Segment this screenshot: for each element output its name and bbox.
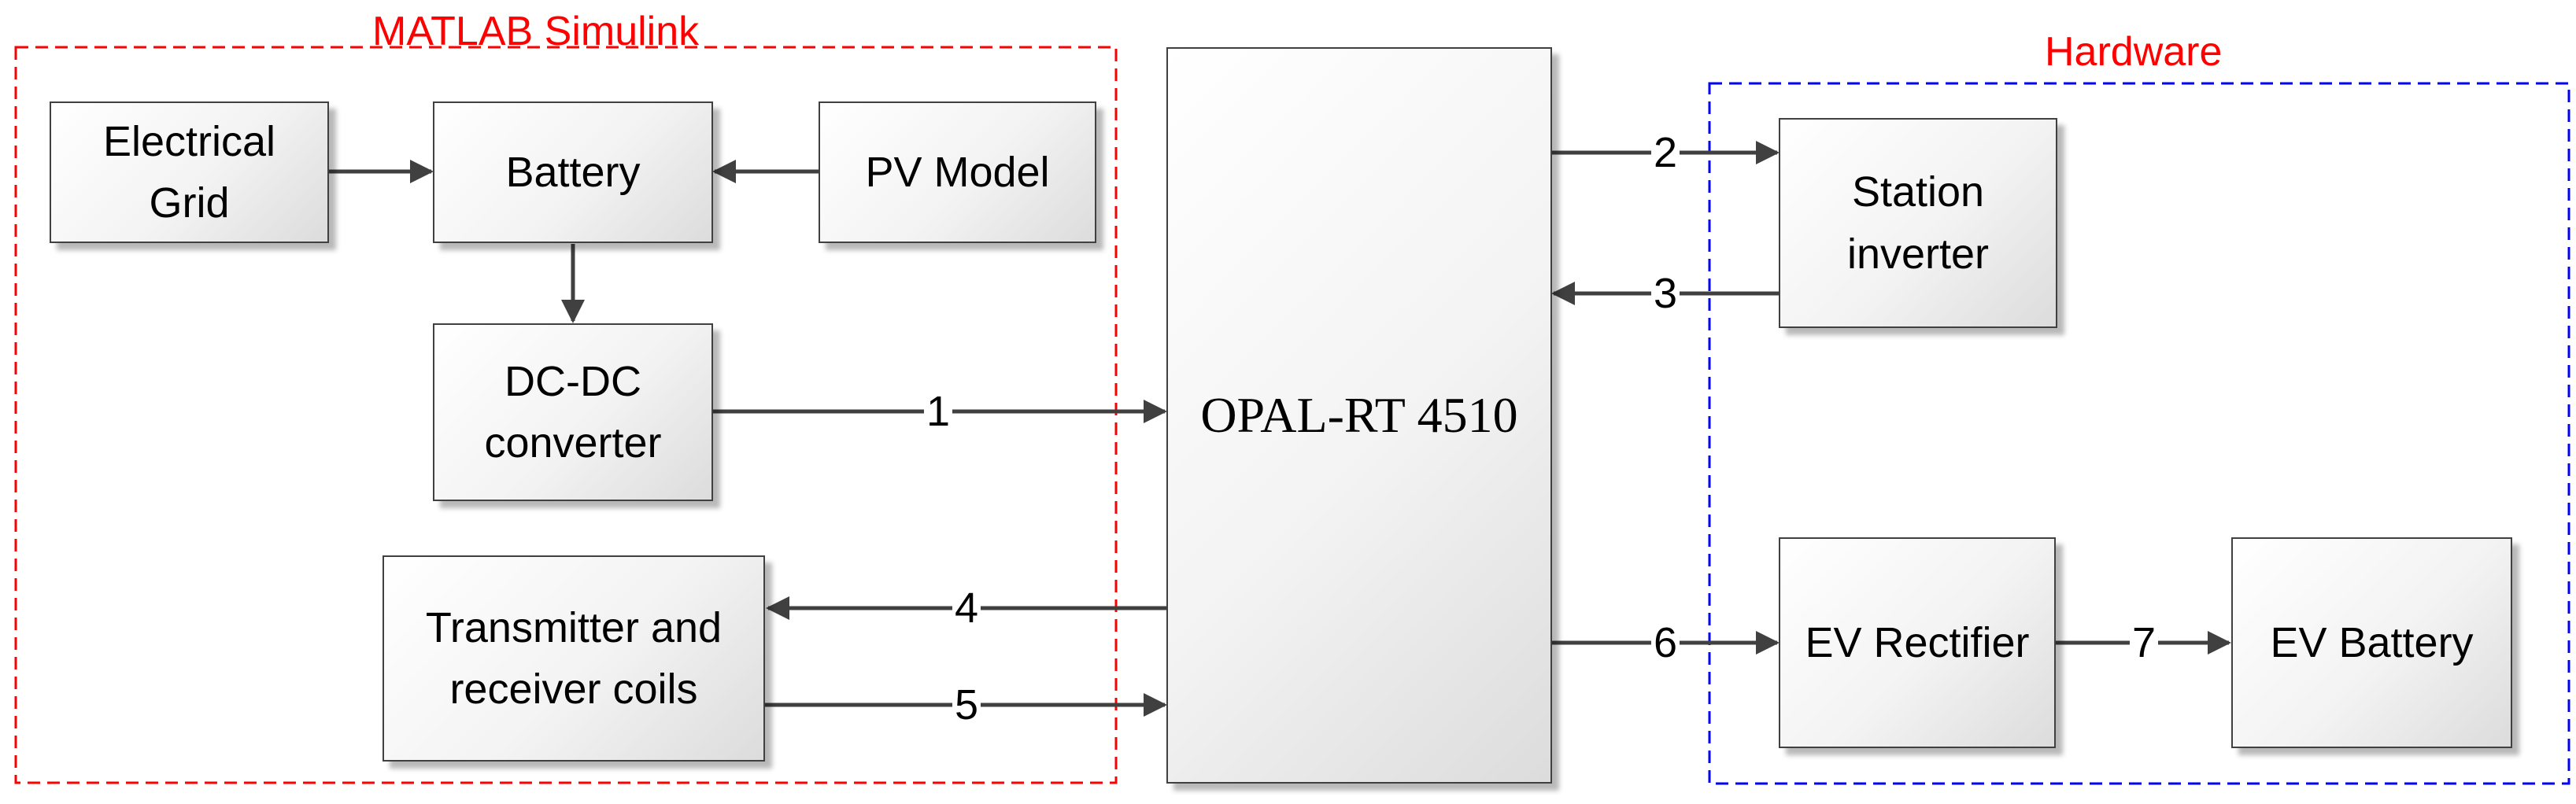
station-inverter-label: Station inverter	[1846, 168, 1990, 278]
simulink-group-label: MATLAB Simulink	[372, 9, 700, 54]
electrical-grid-label: Electrical Grid	[102, 117, 276, 227]
station-inverter-block: Station inverter	[1779, 118, 2057, 328]
pv-model-label: PV Model	[865, 148, 1050, 196]
simulink-group-frame	[14, 46, 1118, 784]
connection-6-label: 6	[1650, 621, 1680, 664]
connection-5-label: 5	[952, 684, 981, 726]
hardware-group-label: Hardware	[2045, 29, 2223, 75]
dc-dc-converter-label: DC-DC converter	[484, 357, 662, 467]
connection-4-label: 4	[952, 587, 981, 629]
connection-7-label: 7	[2129, 621, 2159, 664]
coils-block: Transmitter and receiver coils	[383, 555, 765, 762]
hardware-group-frame	[1708, 82, 2570, 785]
electrical-grid-block: Electrical Grid	[50, 101, 329, 243]
ev-rectifier-label: EV Rectifier	[1805, 618, 2030, 666]
opal-rt-label: OPAL-RT 4510	[1200, 387, 1518, 443]
ev-battery-label: EV Battery	[2270, 618, 2474, 666]
connection-3-label: 3	[1650, 272, 1680, 315]
ev-battery-block: EV Battery	[2231, 537, 2512, 748]
connection-2-label: 2	[1650, 131, 1680, 174]
coils-label: Transmitter and receiver coils	[425, 603, 723, 713]
opal-rt-block: OPAL-RT 4510	[1166, 47, 1552, 784]
battery-block: Battery	[433, 101, 713, 243]
connection-1-label: 1	[923, 390, 953, 433]
battery-label: Battery	[505, 148, 641, 196]
pv-model-block: PV Model	[819, 101, 1096, 243]
ev-rectifier-block: EV Rectifier	[1779, 537, 2056, 748]
dc-dc-converter-block: DC-DC converter	[433, 323, 713, 501]
